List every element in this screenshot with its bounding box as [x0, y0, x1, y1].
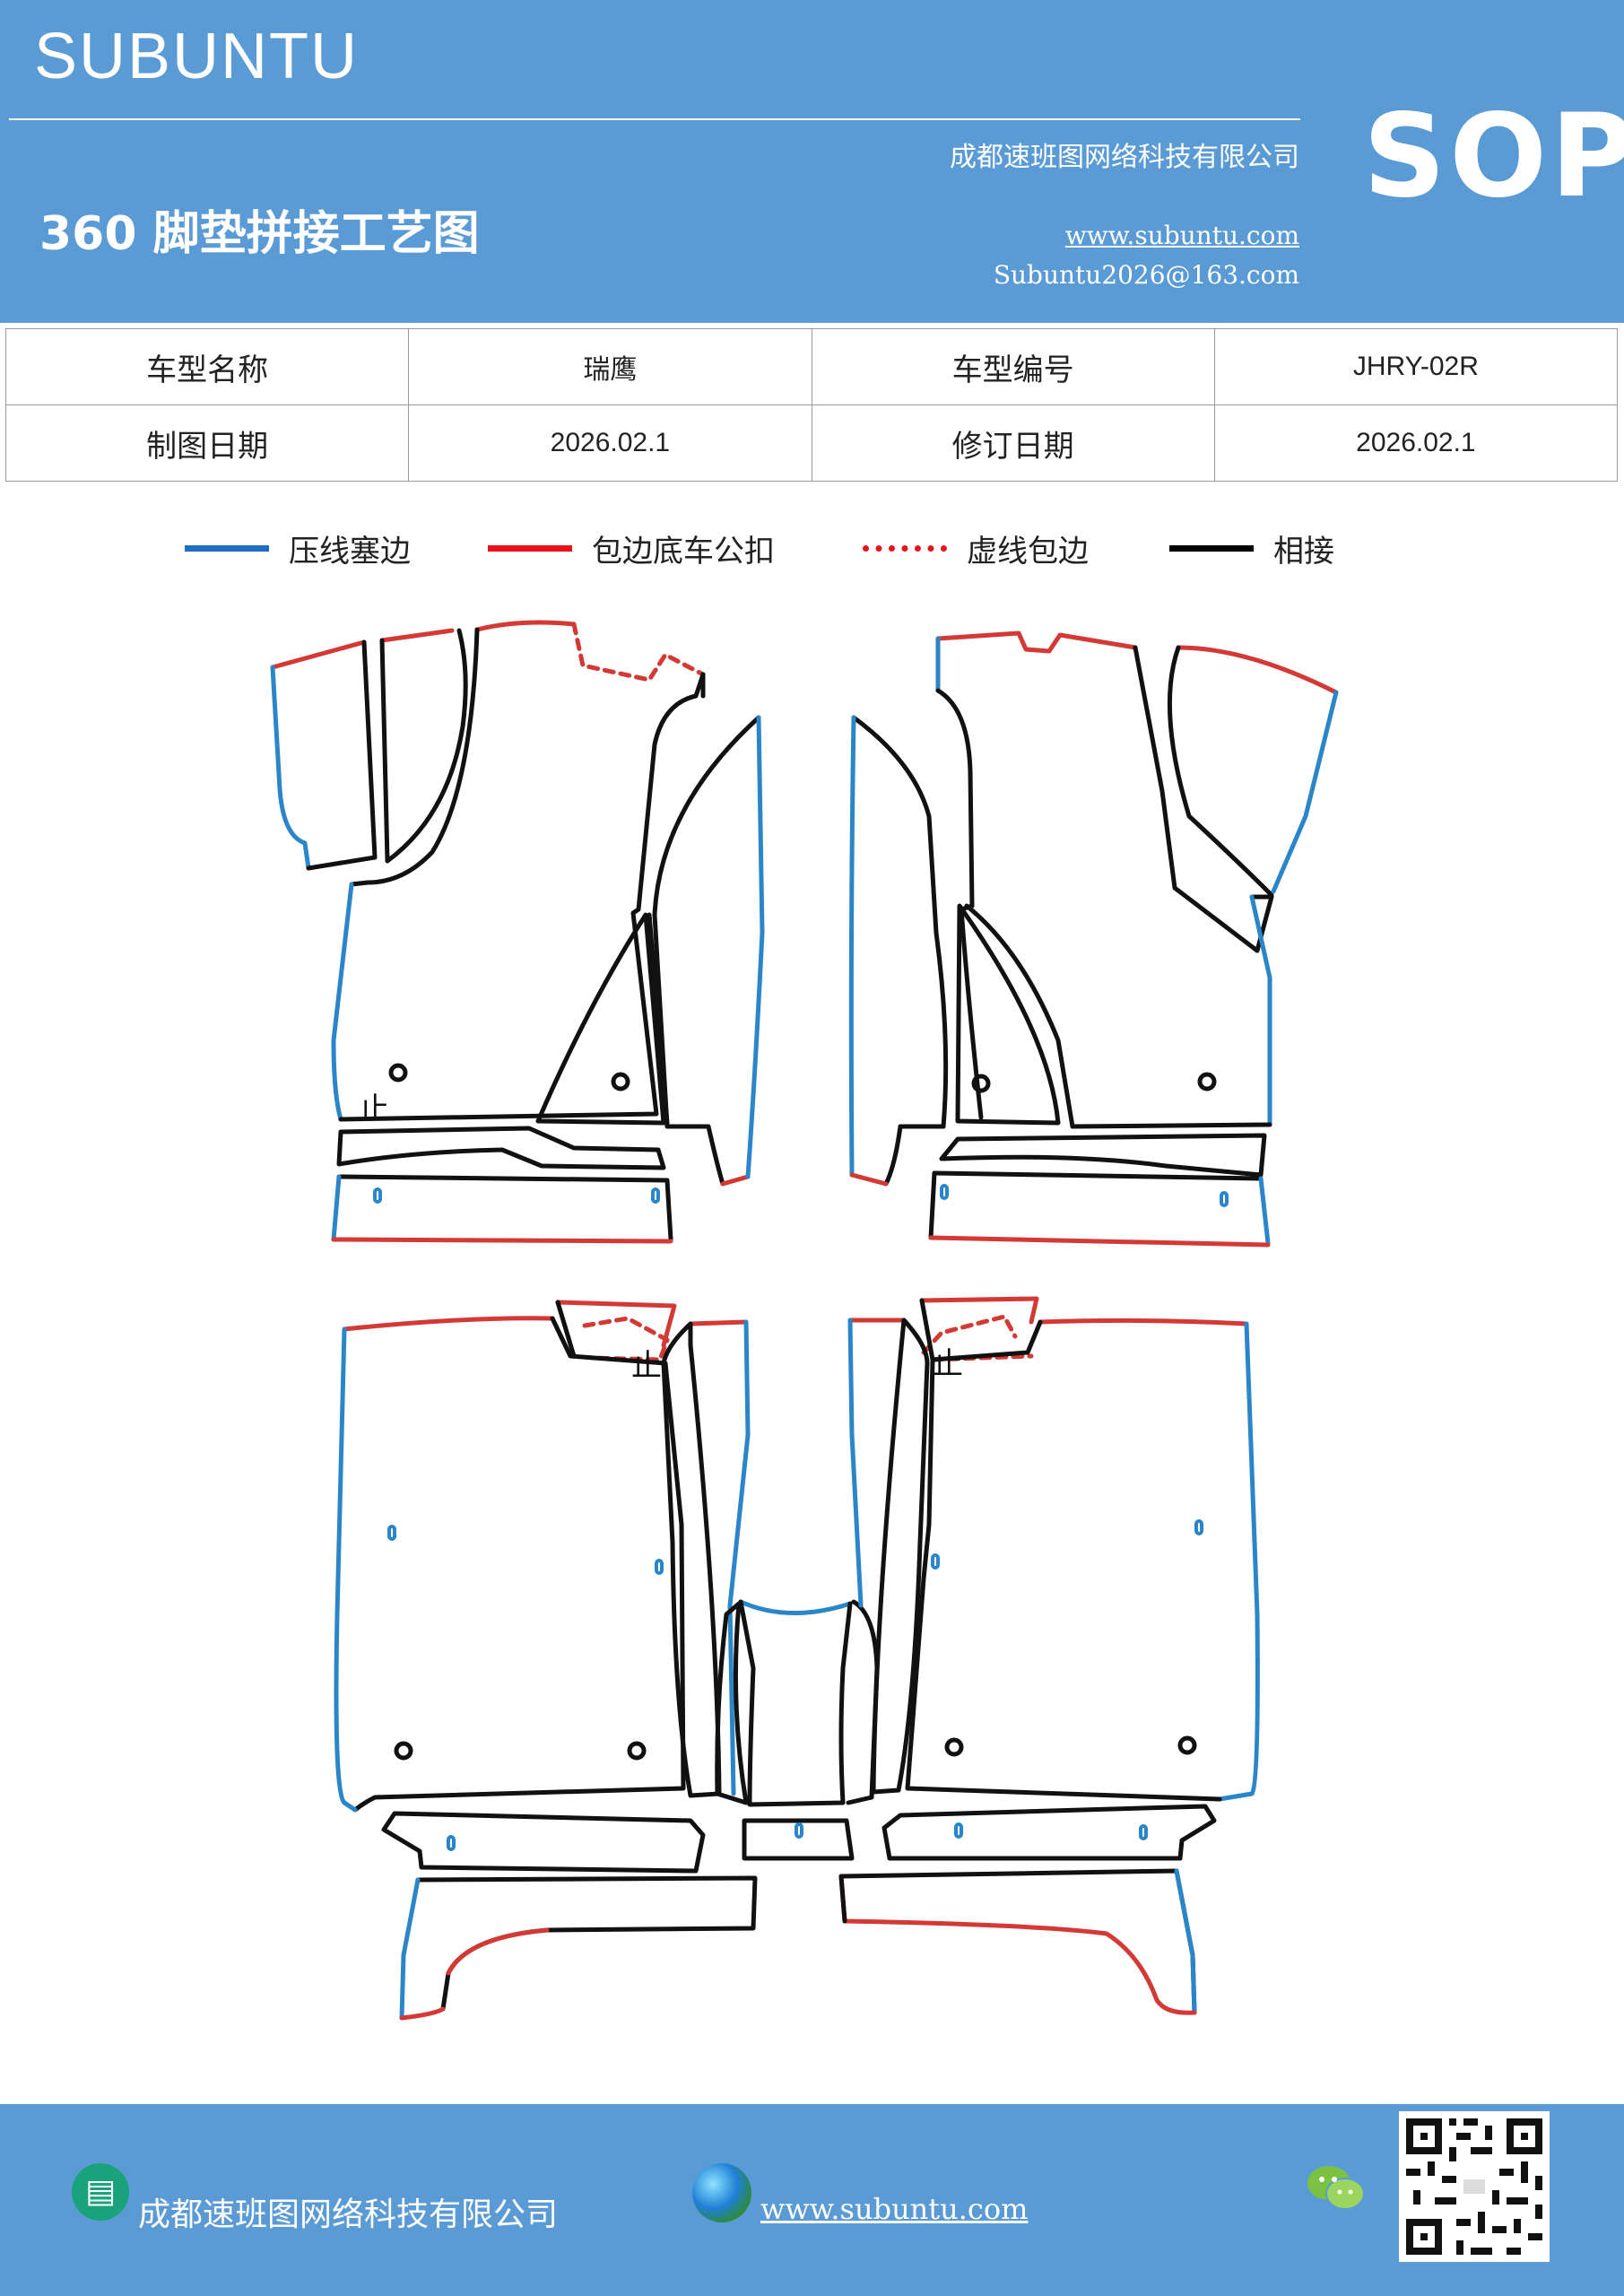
footer-company: 成都速班图网络科技有限公司: [138, 2196, 559, 2233]
brand-logo-text: SUBUNTU: [34, 21, 360, 92]
legend-swatch-red: [488, 544, 572, 552]
value-draw-date: 2026.02.1: [408, 404, 812, 482]
legend-swatch-black: [1169, 544, 1254, 552]
qr-code: [1399, 2111, 1550, 2262]
floor-mat-diagram: 止: [270, 620, 1339, 2021]
sop-badge: SOP: [1363, 90, 1624, 223]
header-website-link[interactable]: www.subuntu.com: [1064, 221, 1299, 250]
legend-label: 相接: [1273, 533, 1334, 570]
value-model-name: 瑞鹰: [408, 328, 812, 405]
legend-swatch-red-dotted: [863, 544, 947, 552]
label-revise-date: 修订日期: [811, 404, 1215, 482]
table-row: 车型名称 瑞鹰 车型编号 JHRY-02R: [4, 328, 1619, 405]
footer-banner: ▤ 成都速班图网络科技有限公司 www.subuntu.com: [0, 2104, 1624, 2296]
label-model-code: 车型编号: [811, 328, 1215, 405]
legend-swatch-blue: [185, 544, 269, 552]
table-row: 制图日期 2026.02.1 修订日期 2026.02.1: [4, 404, 1619, 482]
wechat-icon[interactable]: [1306, 2163, 1367, 2213]
mat-front-right: [848, 631, 1339, 1248]
legend-label: 包边底车公扣: [592, 533, 775, 570]
label-model-name: 车型名称: [4, 328, 410, 405]
legend: 压线塞边 包边底车公扣 虚线包边 相接: [0, 526, 1624, 570]
mat-rear-right: 止: [838, 1296, 1260, 2015]
svg-text:止: 止: [631, 1348, 662, 1384]
globe-icon: [692, 2163, 751, 2222]
header-divider: [9, 118, 1300, 120]
svg-text:止: 止: [933, 1346, 963, 1382]
mat-rear-left: 止: [334, 1300, 758, 2021]
value-model-code: JHRY-02R: [1213, 328, 1619, 405]
building-icon: ▤: [72, 2163, 129, 2221]
mat-rear-center: [715, 1599, 880, 1861]
svg-text:止: 止: [359, 1091, 389, 1127]
label-draw-date: 制图日期: [4, 404, 410, 482]
value-revise-date: 2026.02.1: [1213, 404, 1619, 482]
header-banner: SUBUNTU 成都速班图网络科技有限公司 SOP 360 脚垫拼接工艺图 ww…: [0, 0, 1624, 323]
header-company: 成都速班图网络科技有限公司: [950, 142, 1299, 173]
document-title: 360 脚垫拼接工艺图: [39, 207, 480, 261]
legend-item-press-edge: 压线塞边: [185, 526, 411, 570]
vehicle-info-table: 车型名称 瑞鹰 车型编号 JHRY-02R 制图日期 2026.02.1 修订日…: [4, 328, 1619, 482]
legend-label: 压线塞边: [289, 533, 411, 570]
legend-item-dotted-wrap: 虚线包边: [863, 526, 1089, 570]
legend-label: 虚线包边: [967, 533, 1089, 570]
legend-item-joint: 相接: [1169, 526, 1334, 570]
footer-website-link[interactable]: www.subuntu.com: [760, 2192, 1029, 2226]
header-email[interactable]: Subuntu2026@163.com: [993, 260, 1299, 290]
mat-front-left: 止: [270, 620, 765, 1244]
legend-item-wrap-edge: 包边底车公扣: [488, 526, 775, 570]
